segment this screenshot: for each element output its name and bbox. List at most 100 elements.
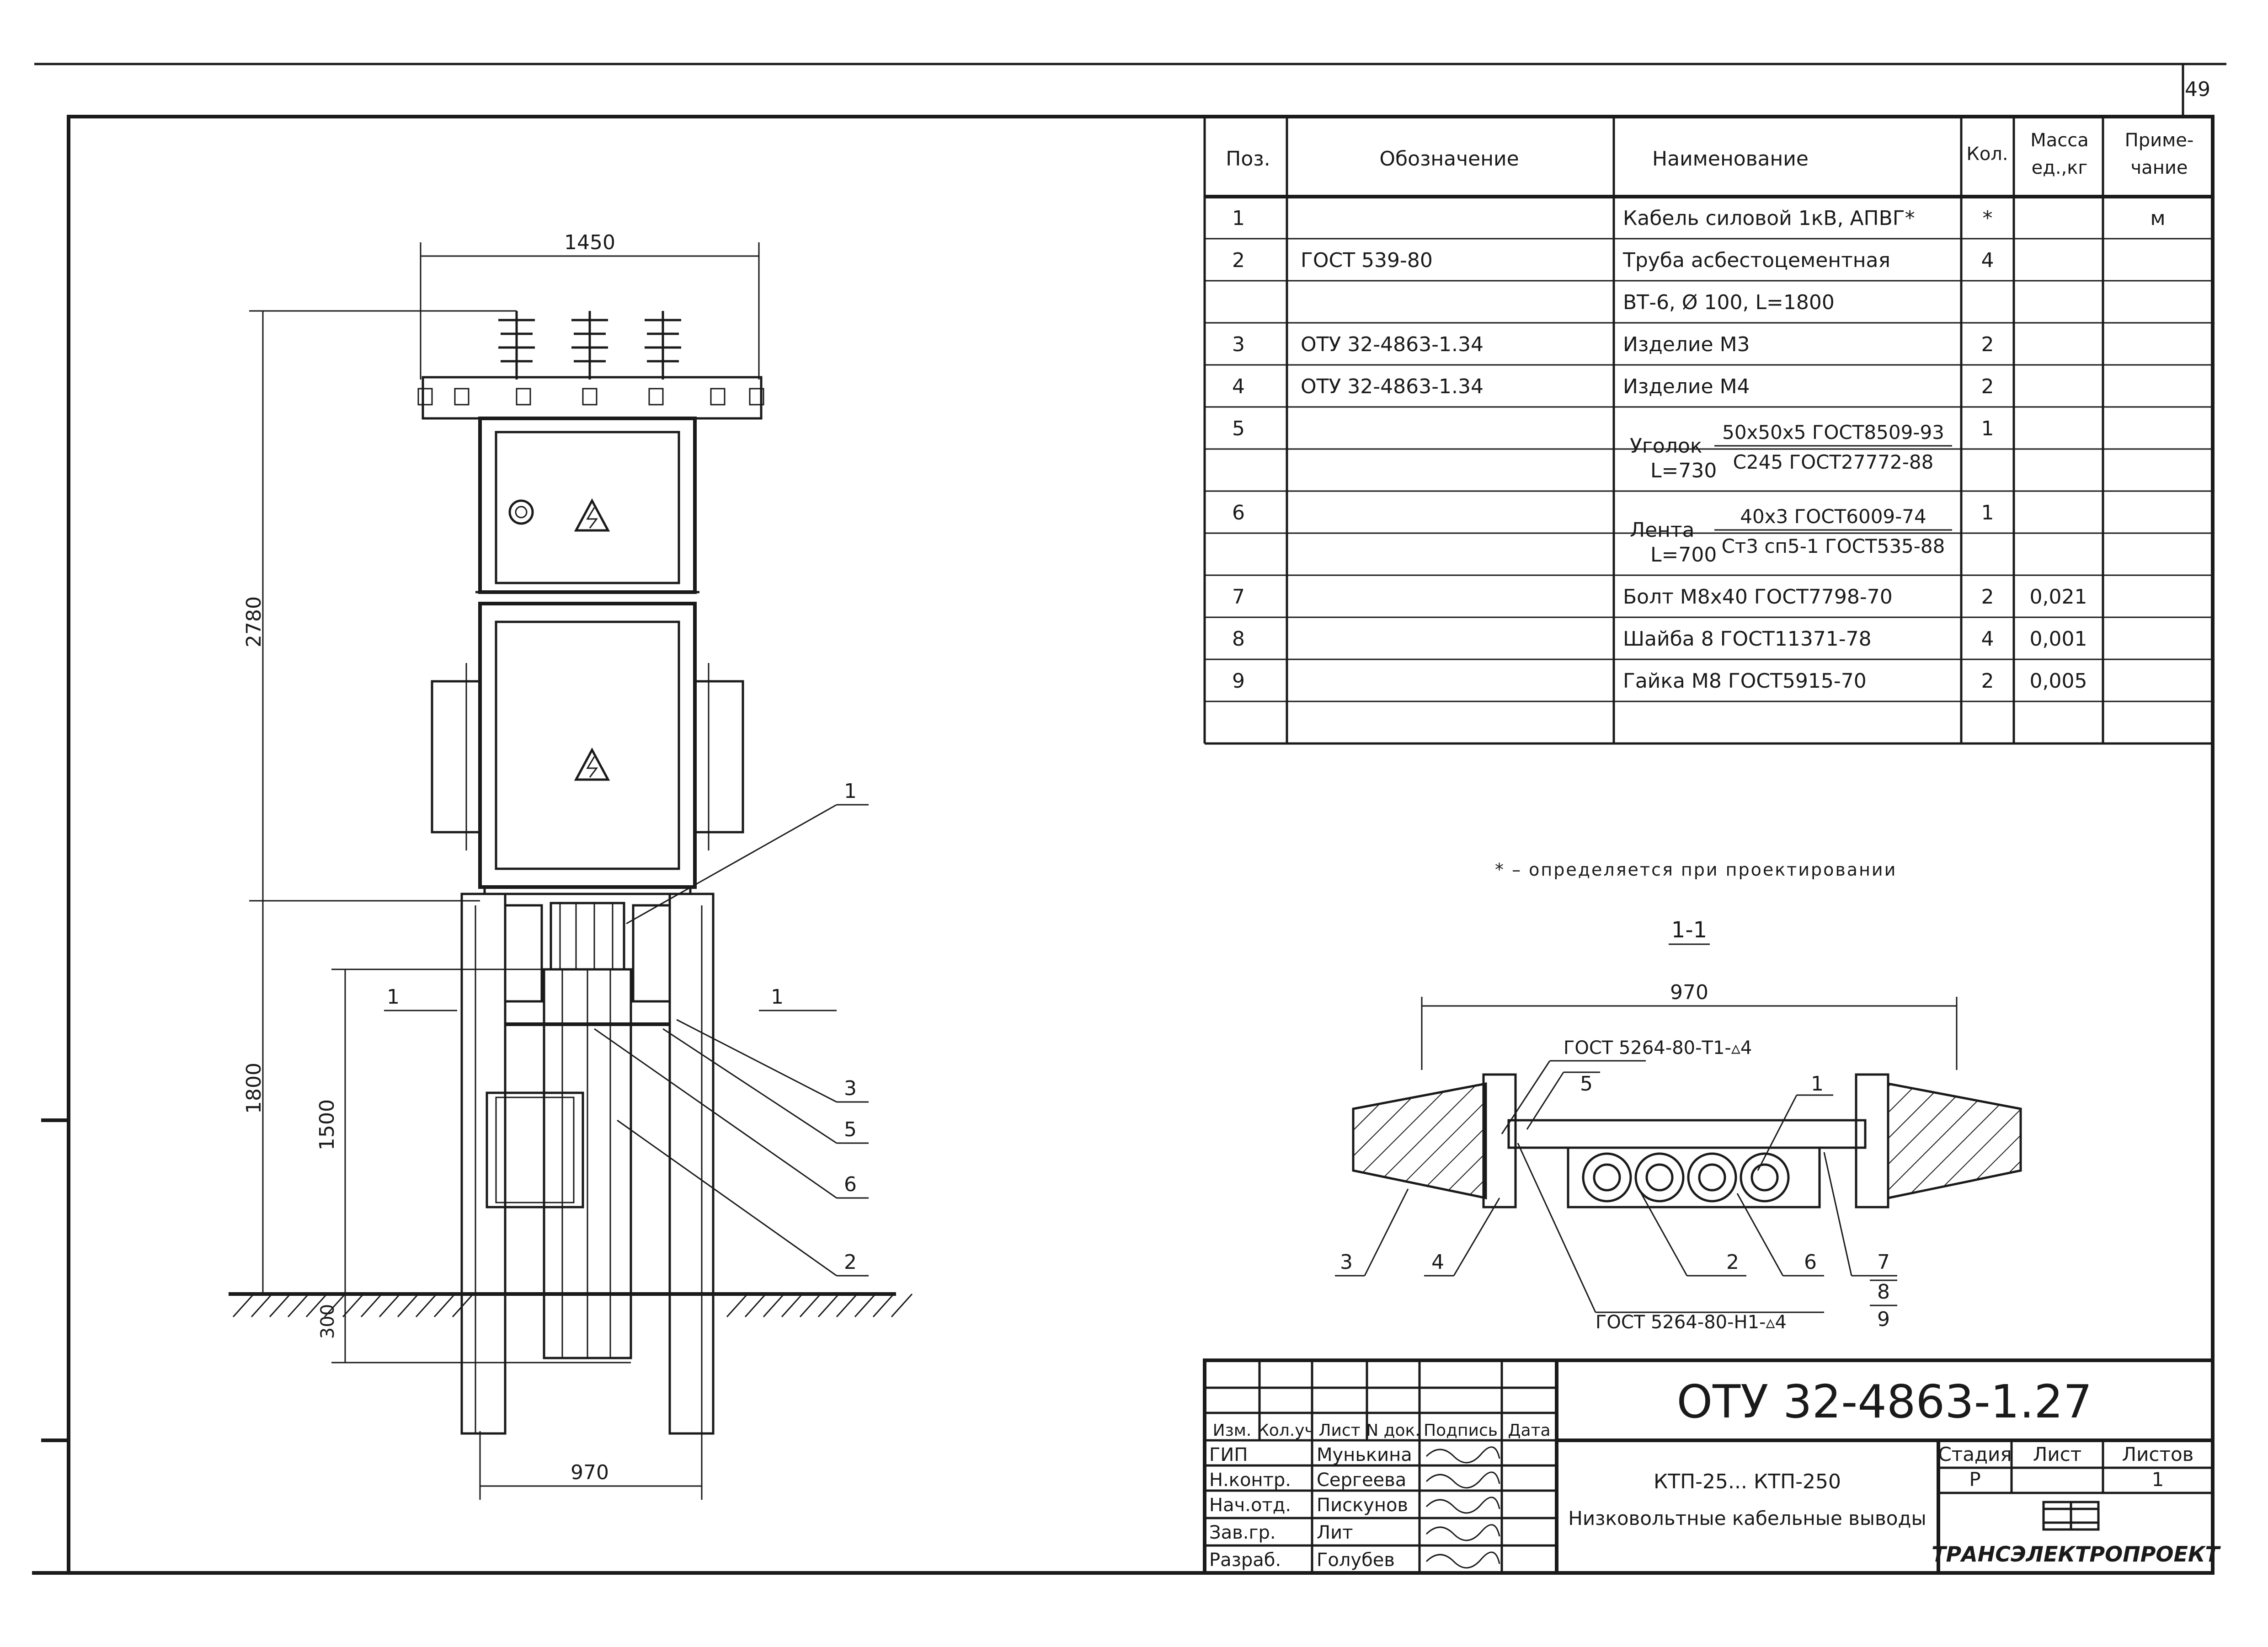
cable-bundle	[550, 902, 625, 971]
dim-depth: 300	[317, 1304, 338, 1339]
high-voltage-icon	[574, 498, 610, 532]
post-right	[668, 893, 715, 1435]
lower-cabinet	[478, 602, 697, 889]
row-name: ВТ-6, Ø 100, L=1800	[1623, 291, 1835, 314]
title-block-role: Разраб.	[1209, 1550, 1281, 1571]
title-block-role: Н.контр.	[1209, 1470, 1291, 1491]
row-pos: 9	[1232, 669, 1245, 693]
section-callout-3: 3	[1340, 1251, 1353, 1274]
row-qty: 1	[1981, 417, 1994, 440]
row-pos: 6	[1232, 501, 1245, 524]
row-name: Шайба 8 ГОСТ11371-78	[1623, 627, 1872, 651]
door-lock-icon	[508, 499, 534, 525]
stage-value: Р	[1969, 1468, 1980, 1491]
bracket-right	[632, 904, 671, 1003]
row-pos: 8	[1232, 627, 1245, 651]
table-row: ВТ-6, Ø 100, L=1800	[1623, 291, 1835, 314]
header-note-2: чание	[2131, 157, 2188, 178]
row-mass: 0,001	[2030, 627, 2087, 651]
angle-bar	[1507, 1119, 1867, 1149]
section-callout-8: 8	[1877, 1280, 1890, 1304]
callout-1: 1	[844, 780, 857, 803]
base-frame	[483, 886, 692, 895]
table-row: 8 4 0,001 Шайба 8 ГОСТ11371-78	[1232, 627, 2087, 651]
plate-right	[1855, 1073, 1889, 1209]
title-block-person: Сергеева	[1317, 1470, 1406, 1491]
row-name: Труба асбестоцементная	[1622, 249, 1890, 272]
row-name-denominator: С245 ГОСТ27772-88	[1733, 451, 1934, 473]
cable-box	[486, 1091, 584, 1209]
title-block-person: Голубев	[1317, 1550, 1395, 1571]
title-block-role: Зав.гр.	[1209, 1522, 1276, 1543]
row-pos: 5	[1232, 417, 1245, 440]
row-qty: 4	[1981, 249, 1994, 272]
high-voltage-icon-lower	[574, 747, 610, 781]
callout-3: 3	[844, 1077, 857, 1100]
stage-label: Стадия	[1938, 1443, 2012, 1465]
header-pos: Поз.	[1226, 147, 1270, 171]
roof-bushings	[417, 388, 764, 406]
weld-top: ГОСТ 5264-80-Т1-▵4	[1564, 1037, 1752, 1059]
table-row: L=730	[1650, 459, 1717, 482]
post-left	[460, 893, 507, 1435]
row-qty: 2	[1981, 333, 1994, 356]
section-mark-right: 1	[771, 985, 784, 1009]
row-designation: ГОСТ 539-80	[1301, 249, 1433, 272]
section-callout-5: 5	[1580, 1072, 1593, 1096]
header-qty: Кол.	[1966, 144, 2008, 165]
title-block-person: Мунькина	[1317, 1444, 1412, 1465]
row-name-numerator: 40х3 ГОСТ6009-74	[1740, 505, 1926, 528]
row-name-prefix: Уголок	[1630, 434, 1702, 458]
header-note-1: Приме-	[2125, 130, 2194, 151]
company-name: ТРАНСЭЛЕКТРОПРОЕКТ	[1932, 1542, 2221, 1567]
dim-height-base: 1800	[242, 1063, 266, 1114]
row-name: Изделие М3	[1623, 333, 1750, 356]
title-block-col-header: N док.	[1366, 1421, 1420, 1440]
title-block-person: Пискунов	[1317, 1495, 1408, 1516]
row-note: м	[2150, 207, 2165, 230]
side-panel-right	[694, 680, 744, 834]
row-qty: 4	[1981, 627, 1994, 651]
hatched-block-right	[1887, 1082, 2022, 1200]
insulator-left	[498, 311, 535, 380]
row-name: Изделие М4	[1623, 375, 1750, 398]
ground-hatch	[232, 1293, 913, 1318]
section-dim-width: 970	[1670, 981, 1708, 1004]
title-block-col-header: Изм.	[1213, 1421, 1252, 1440]
table-row: L=700	[1650, 543, 1717, 567]
row-pos: 1	[1232, 207, 1245, 230]
title-block-role: ГИП	[1209, 1444, 1248, 1465]
lower-door	[495, 620, 680, 870]
callout-6: 6	[844, 1173, 857, 1196]
insulator-right	[645, 311, 681, 380]
row-pos: 2	[1232, 249, 1245, 272]
hatched-block-left	[1352, 1082, 1487, 1200]
header-name: Наименование	[1652, 147, 1809, 171]
sheets-label: Листов	[2122, 1443, 2194, 1465]
sheets-value: 1	[2152, 1468, 2164, 1491]
row-name: Гайка М8 ГОСТ5915-70	[1623, 669, 1867, 693]
dimension-lines	[249, 242, 837, 1500]
signature-scribble	[1425, 1471, 1500, 1489]
title-block-role: Нач.отд.	[1209, 1495, 1291, 1516]
upper-door	[495, 431, 680, 584]
section-callout-1: 1	[1811, 1072, 1824, 1096]
row-qty: 2	[1981, 585, 1994, 609]
sheet-label: Лист	[2033, 1443, 2081, 1465]
footnote: * – определяется при проектировании	[1495, 860, 1897, 880]
callout-leaders	[594, 804, 869, 1277]
title-block-person: Лит	[1317, 1522, 1353, 1543]
section-title: 1-1	[1671, 917, 1707, 943]
section-leaders	[1335, 1060, 1897, 1313]
title-block-col-header: Лист	[1318, 1421, 1360, 1440]
bracket-left	[504, 904, 543, 1003]
section-callout-4: 4	[1431, 1251, 1444, 1274]
row-name-prefix: Лента	[1630, 519, 1695, 542]
callout-2: 2	[844, 1251, 857, 1274]
section-callout-7: 7	[1877, 1251, 1890, 1274]
title-block-grid	[1203, 1359, 1558, 1574]
